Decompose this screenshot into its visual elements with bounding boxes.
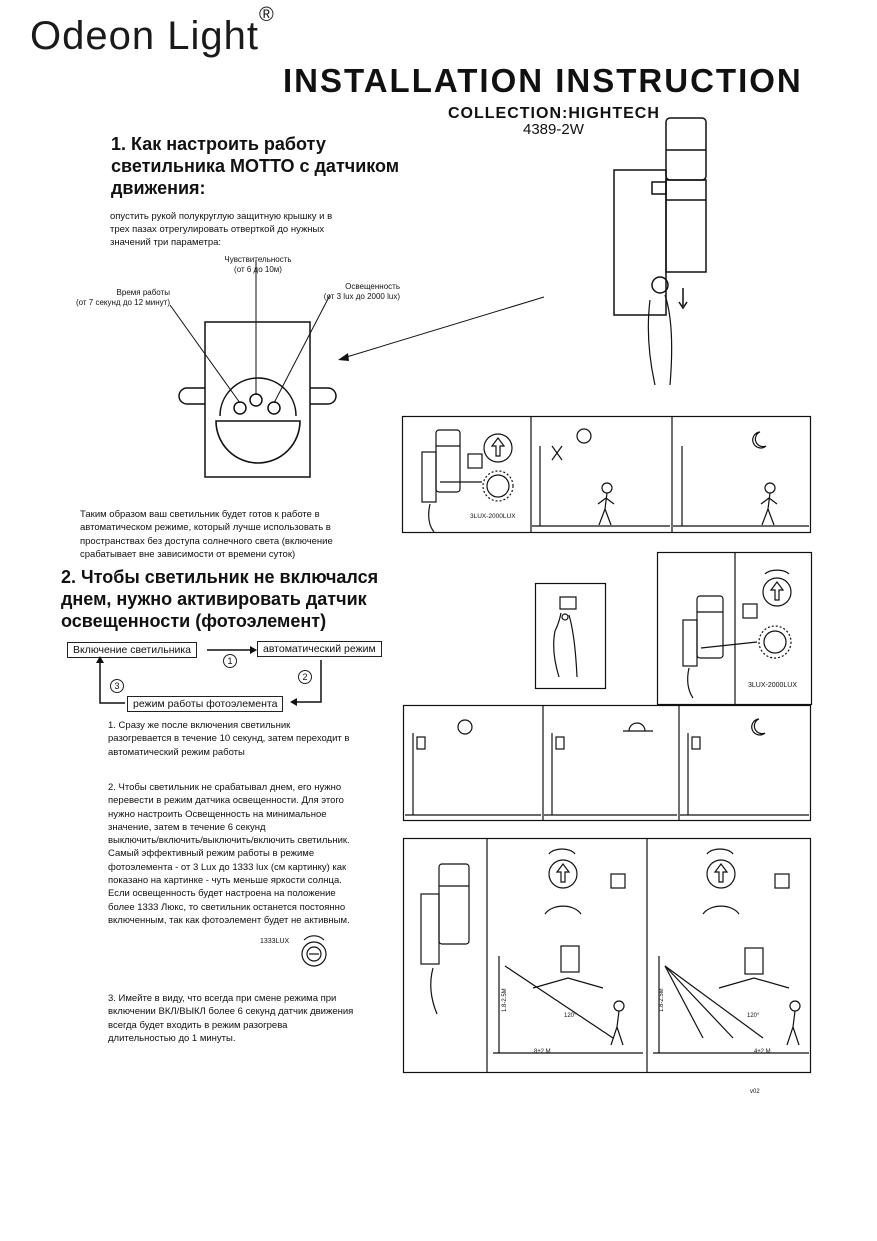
panel-day-night <box>402 704 812 822</box>
height-label-1: 1.8-2.5M <box>502 988 508 1012</box>
hand-touch-panel <box>534 582 607 690</box>
height-label-2: 1.8-2.5M <box>659 988 665 1012</box>
model-number: 4389-2W <box>523 121 584 138</box>
angle-label-1: 120° <box>564 1013 577 1019</box>
flow-photo-mode: режим работы фотоэлемента <box>127 696 284 712</box>
pointer-arrow <box>338 296 545 361</box>
step-3-marker: 3 <box>110 679 124 693</box>
distance-label-1: 8±2 M <box>534 1049 551 1055</box>
page-title: INSTALLATION INSTRUCTION <box>283 62 803 99</box>
section1-intro: опустить рукой полукруглую защитную крыш… <box>110 211 333 248</box>
flow-auto-mode: автоматический режим <box>257 641 382 657</box>
step-1-marker: 1 <box>223 654 237 668</box>
angle-label-2: 120° <box>747 1013 760 1019</box>
section2-heading: 2. Чтобы светильник не включался днем, н… <box>61 567 379 631</box>
sensor-unit-drawing <box>169 260 337 478</box>
section2-para3: 3. Имейте в виду, что всегда при смене р… <box>108 993 354 1044</box>
lux-range-label-2: 3LUX-2000LUX <box>748 682 798 689</box>
section2-para1: 1. Сразу же после включения светильник р… <box>108 720 350 758</box>
panel-lamp-dial <box>656 551 813 706</box>
time-label: Время работы (от 7 секунд до 12 минут) <box>75 288 170 307</box>
section2-para2: 2. Чтобы светильник не срабатывал днем, … <box>108 782 350 926</box>
panel-row1 <box>401 415 812 534</box>
sensitivity-label: Чувствительность (от 6 до 10м) <box>224 255 292 274</box>
step-2-marker: 2 <box>298 670 312 684</box>
flow-power-on: Включение светильника <box>67 642 198 658</box>
light-label: Освещенность (от 3 lux до 2000 lux) <box>323 282 400 301</box>
brand-logo: Odeon Light® <box>30 3 275 58</box>
collection-label: COLLECTION:HIGHTECH <box>448 105 660 122</box>
lux-dial-icon <box>301 935 327 967</box>
dial-label: 1333LUX <box>260 938 290 945</box>
wall-lamp-illustration <box>613 117 707 386</box>
lux-range-label-1: 3LUX-2000LUX <box>470 513 516 520</box>
distance-label-2: 4±2 M <box>754 1049 771 1055</box>
section1-heading: 1. Как настроить работу светильника МОТТ… <box>111 134 400 198</box>
panel-motion-range <box>402 837 812 1074</box>
section1-outro: Таким образом ваш светильник будет готов… <box>80 509 333 560</box>
footer-code: v02 <box>750 1089 760 1095</box>
